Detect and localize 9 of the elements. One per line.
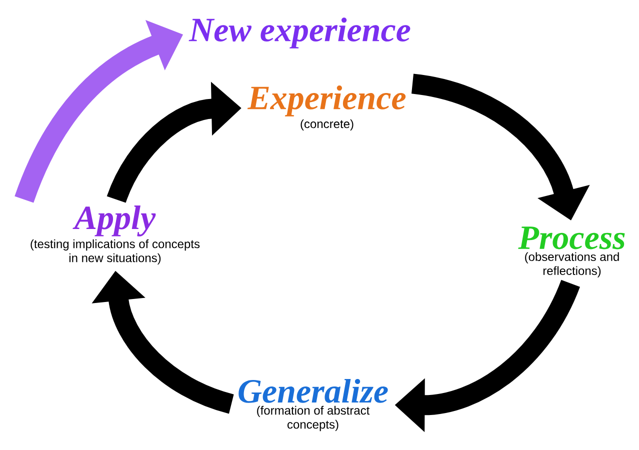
heading: Generalize: [238, 378, 388, 403]
heading: Experience: [247, 86, 406, 116]
heading: Apply: [72, 205, 156, 236]
description: (concrete): [300, 119, 354, 130]
description: (formation of abstract concepts): [257, 406, 370, 432]
heading: New experience: [188, 18, 410, 48]
heading: Process: [518, 226, 625, 250]
description: (testing implications of concepts in new situations): [30, 239, 200, 265]
description: (observations and reflections): [525, 252, 619, 278]
